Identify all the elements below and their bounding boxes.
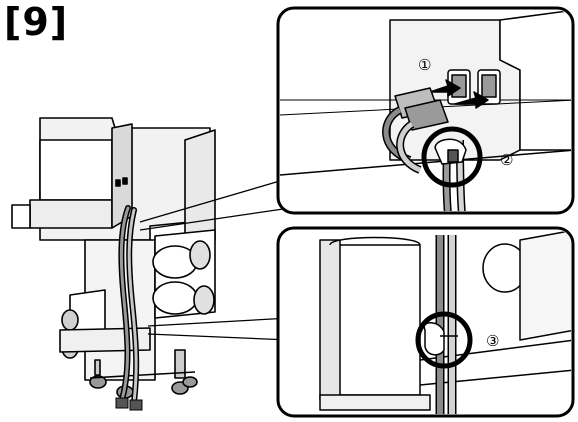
printer-illustration — [12, 118, 215, 398]
detail-panel-top: ① ② — [278, 8, 575, 215]
step-number-label: [9] — [4, 0, 68, 44]
detail-panel-bottom: ③ — [278, 228, 575, 416]
callout-2: ② — [500, 151, 513, 169]
callout-3: ③ — [486, 332, 499, 350]
callout-1: ① — [418, 56, 431, 74]
